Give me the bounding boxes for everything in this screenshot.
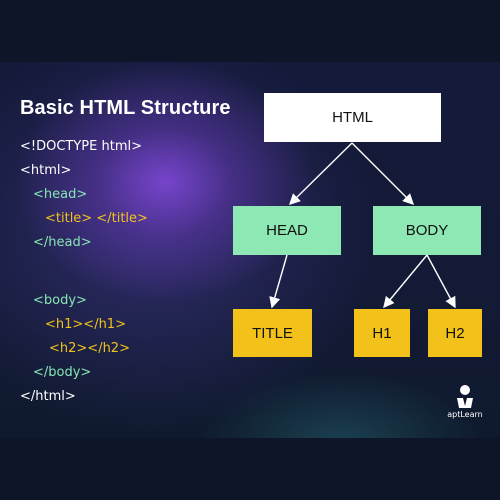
node-h1: H1 [354,309,410,357]
code-line-title: <title> </title> [45,211,148,226]
code-line-doctype: <!DOCTYPE html> [20,139,142,154]
node-h2: H2 [428,309,482,357]
node-body: BODY [373,206,481,255]
code-line-html-close: </html> [20,389,76,404]
node-title: TITLE [233,309,312,357]
mascot-icon [457,385,473,408]
edge-html-head [289,142,353,205]
node-html: HTML [264,93,441,142]
code-line-head-open: <head> [33,187,88,202]
code-line-h1: <h1></h1> [45,317,126,332]
code-line-html-open: <html> [20,163,72,178]
edge-head-title [269,254,288,309]
code-line-body-close: </body> [33,365,92,380]
edge-body-h2 [426,254,456,309]
brand-name: aptLearn [447,410,483,419]
page-title: Basic HTML Structure [20,97,231,119]
code-line-head-close: </head> [33,235,92,250]
edge-html-body [351,142,414,205]
edge-body-h1 [383,254,428,309]
code-line-h2: <h2></h2> [49,341,130,356]
code-line-body-open: <body> [33,293,87,308]
node-head: HEAD [233,206,341,255]
